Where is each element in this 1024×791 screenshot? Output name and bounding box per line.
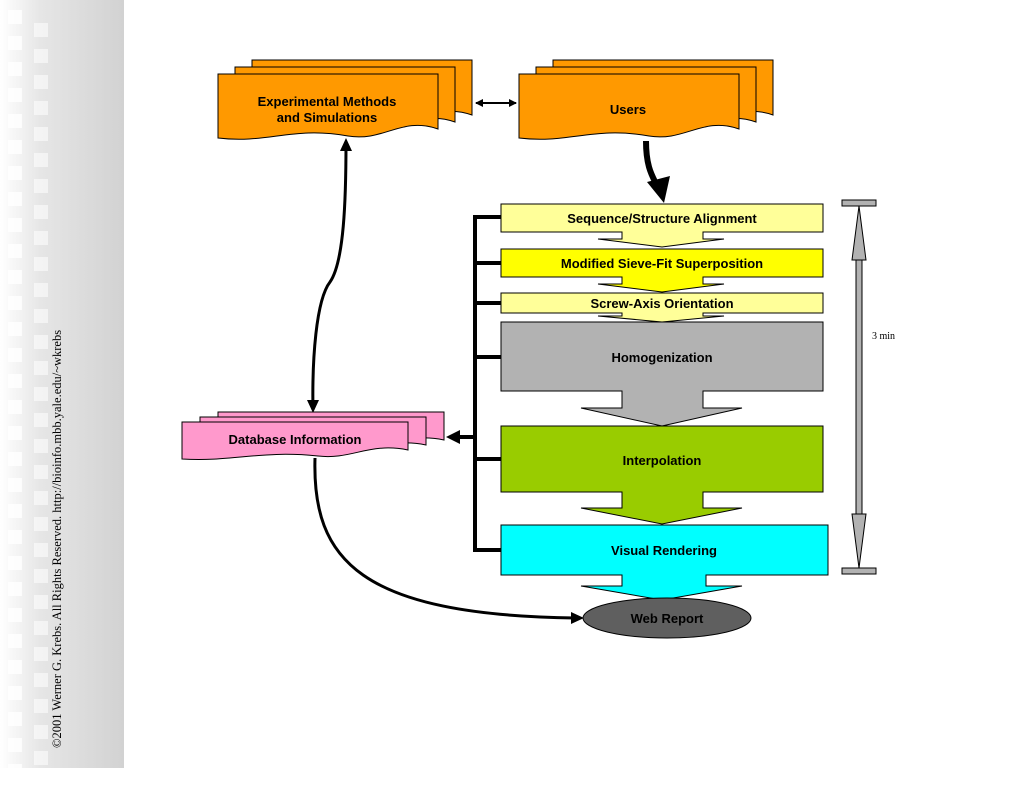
- sidebar-square: [34, 387, 48, 401]
- sidebar-square: [34, 257, 48, 271]
- step-label: Modified Sieve-Fit Superposition: [561, 256, 763, 271]
- workflow-diagram: Experimental Methods and Simulations Use…: [181, 59, 895, 639]
- sidebar-square: [8, 166, 22, 180]
- timing-marker: [841, 199, 877, 575]
- sidebar-square: [8, 530, 22, 544]
- sidebar-square: [34, 751, 48, 765]
- step-label: Visual Rendering: [611, 543, 717, 558]
- sidebar-square: [34, 75, 48, 89]
- sidebar-square: [34, 101, 48, 115]
- sidebar-square: [8, 192, 22, 206]
- sidebar-square: [34, 543, 48, 557]
- sidebar-square: [8, 660, 22, 674]
- experimental-label-line2: and Simulations: [277, 110, 377, 125]
- step-label: Homogenization: [611, 350, 712, 365]
- sidebar-square: [34, 361, 48, 375]
- sidebar-square: [34, 49, 48, 63]
- bracket-arrow-head: [446, 430, 460, 444]
- sidebar-square: [34, 517, 48, 531]
- sidebar-square: [8, 478, 22, 492]
- sidebar-square: [34, 673, 48, 687]
- sidebar-square: [34, 569, 48, 583]
- sidebar-square: [8, 36, 22, 50]
- sidebar-square: [8, 244, 22, 258]
- sidebar-square: [8, 322, 22, 336]
- step-sieve-fit-superposition: Modified Sieve-Fit Superposition: [500, 248, 824, 293]
- users-document: Users: [518, 59, 774, 140]
- sidebar-square: [8, 738, 22, 752]
- sidebar-square: [8, 374, 22, 388]
- database-to-report-arrow: [313, 457, 576, 620]
- sidebar-square: [34, 465, 48, 479]
- web-report: Web Report: [582, 597, 752, 639]
- sidebar-square: [8, 218, 22, 232]
- experimental-arrow-head: [340, 138, 352, 151]
- sidebar-square: [34, 699, 48, 713]
- sidebar-square: [8, 400, 22, 414]
- sidebar-square: [34, 777, 48, 791]
- step-label: Sequence/Structure Alignment: [567, 211, 757, 226]
- step-homogenization: Homogenization: [500, 321, 824, 427]
- sidebar-square: [34, 283, 48, 297]
- sidebar-square: [34, 205, 48, 219]
- step-sequence-alignment: Sequence/Structure Alignment: [500, 203, 824, 248]
- step-label: Screw-Axis Orientation: [590, 296, 733, 311]
- users-arrow-head: [647, 176, 670, 203]
- sidebar-square: [8, 426, 22, 440]
- database-arrow-head: [307, 400, 319, 413]
- sidebar-square: [34, 595, 48, 609]
- sidebar-square: [34, 439, 48, 453]
- step-screw-axis-orientation: Screw-Axis Orientation: [500, 292, 824, 323]
- sidebar-square: [8, 634, 22, 648]
- sidebar-square: [8, 62, 22, 76]
- sidebar-square: [34, 153, 48, 167]
- step-interpolation: Interpolation: [500, 425, 824, 525]
- users-label: Users: [610, 102, 646, 117]
- sidebar-square: [34, 127, 48, 141]
- experimental-label-line1: Experimental Methods: [258, 94, 397, 109]
- sidebar-square: [8, 504, 22, 518]
- sidebar-square: [34, 647, 48, 661]
- sidebar-square: [34, 23, 48, 37]
- sidebar-square: [8, 270, 22, 284]
- sidebar-square: [34, 179, 48, 193]
- decorative-sidebar: [0, 0, 124, 791]
- sidebar-square: [34, 309, 48, 323]
- sidebar-square: [8, 556, 22, 570]
- sidebar-square: [8, 686, 22, 700]
- sidebar-square: [8, 88, 22, 102]
- pipeline-bracket: [460, 215, 501, 552]
- sidebar-square: [34, 413, 48, 427]
- sidebar-square: [8, 452, 22, 466]
- sidebar-square: [34, 491, 48, 505]
- timing-label: 3 min: [872, 331, 895, 342]
- database-label: Database Information: [229, 432, 362, 447]
- report-arrow-head: [571, 612, 584, 624]
- sidebar-square: [34, 621, 48, 635]
- sidebar-square: [34, 335, 48, 349]
- sidebar-square: [8, 608, 22, 622]
- sidebar-square: [34, 725, 48, 739]
- sidebar-square: [8, 348, 22, 362]
- sidebar-square: [8, 582, 22, 596]
- database-information-document: Database Information: [181, 411, 445, 460]
- step-label: Interpolation: [623, 453, 702, 468]
- step-visual-rendering: Visual Rendering: [500, 524, 829, 601]
- web-report-label: Web Report: [631, 611, 704, 626]
- sidebar-square: [8, 10, 22, 24]
- sidebar-square: [8, 712, 22, 726]
- sidebar-square: [8, 114, 22, 128]
- sidebar-square: [34, 231, 48, 245]
- experimental-database-link: [311, 141, 348, 411]
- experimental-methods-document: Experimental Methods and Simulations: [217, 59, 473, 140]
- sidebar-square: [8, 296, 22, 310]
- sidebar-square: [8, 140, 22, 154]
